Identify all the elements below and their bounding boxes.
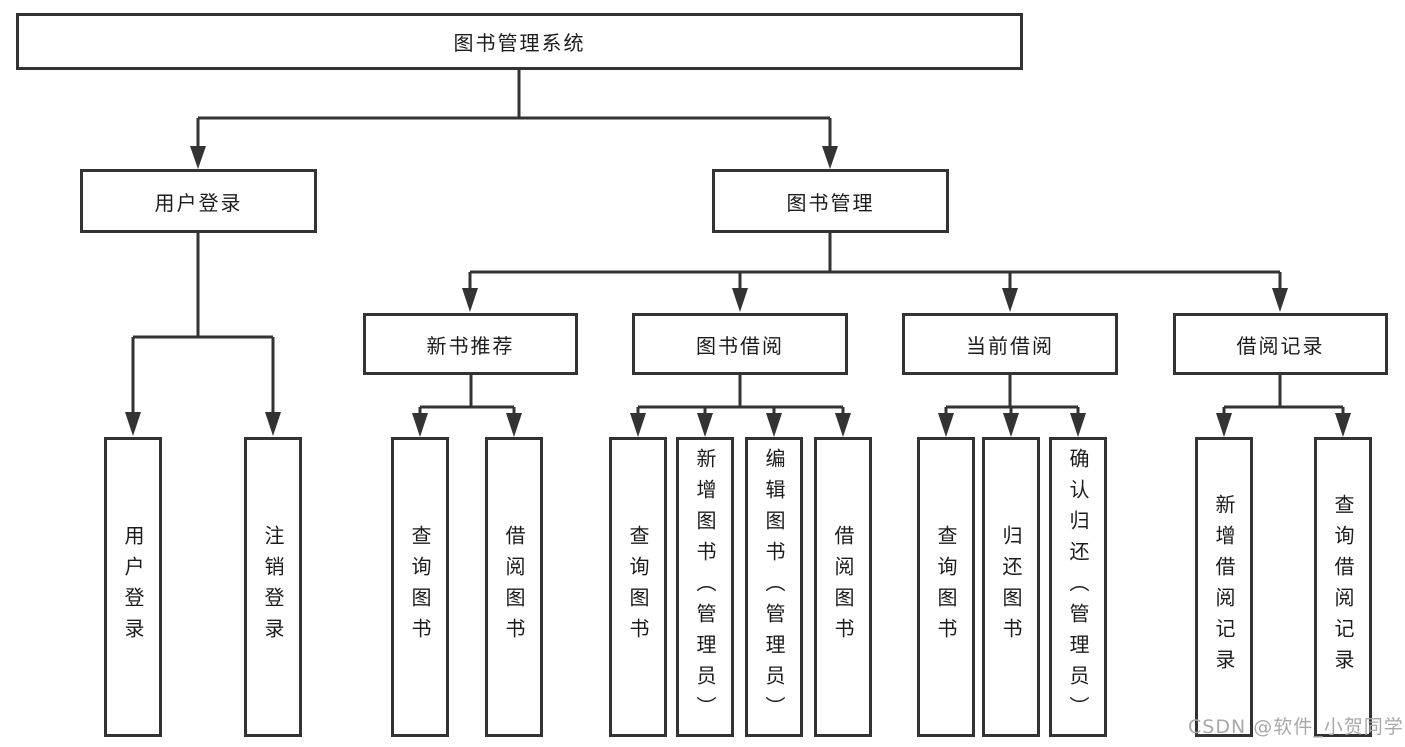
node-user-login: 用户登录 <box>80 169 317 233</box>
node-book-management: 图书管理 <box>712 169 949 233</box>
connector-user-login-children <box>125 233 281 436</box>
node-new-book-recommend: 新书推荐 <box>363 313 578 375</box>
connector-borrow-records-children <box>1216 375 1351 437</box>
node-leaf-borrow-books: 借阅图书 <box>814 437 872 737</box>
connector-root-to-level2 <box>190 70 838 169</box>
node-leaf-add-borrow-record: 新增借阅记录 <box>1195 437 1253 737</box>
connector-current-borrow-children <box>938 375 1086 437</box>
node-leaf-add-book-admin: 新增图书（管理员） <box>676 437 734 737</box>
node-leaf-logout: 注销登录 <box>244 437 302 737</box>
connector-book-management-children <box>462 233 1288 312</box>
node-leaf-borrow-books-recommend: 借阅图书 <box>485 437 543 737</box>
node-leaf-confirm-return-admin: 确认归还（管理员） <box>1049 437 1107 737</box>
node-borrow-records: 借阅记录 <box>1173 313 1388 375</box>
node-leaf-edit-book-admin: 编辑图书（管理员） <box>745 437 803 737</box>
node-leaf-query-books-recommend: 查询图书 <box>391 437 449 737</box>
node-leaf-query-books-borrow: 查询图书 <box>609 437 667 737</box>
node-book-borrow: 图书借阅 <box>632 313 848 375</box>
watermark: CSDN @软件_小贺同学 <box>1188 716 1404 738</box>
node-leaf-query-borrow-record: 查询借阅记录 <box>1314 437 1372 737</box>
node-root: 图书管理系统 <box>16 13 1023 70</box>
connector-new-book-recommend-children <box>412 375 522 437</box>
node-leaf-return-book: 归还图书 <box>982 437 1040 737</box>
node-leaf-user-login: 用户登录 <box>104 437 162 737</box>
connector-book-borrow-children <box>630 375 851 437</box>
node-current-borrow: 当前借阅 <box>902 313 1118 375</box>
node-leaf-query-books-current: 查询图书 <box>917 437 975 737</box>
